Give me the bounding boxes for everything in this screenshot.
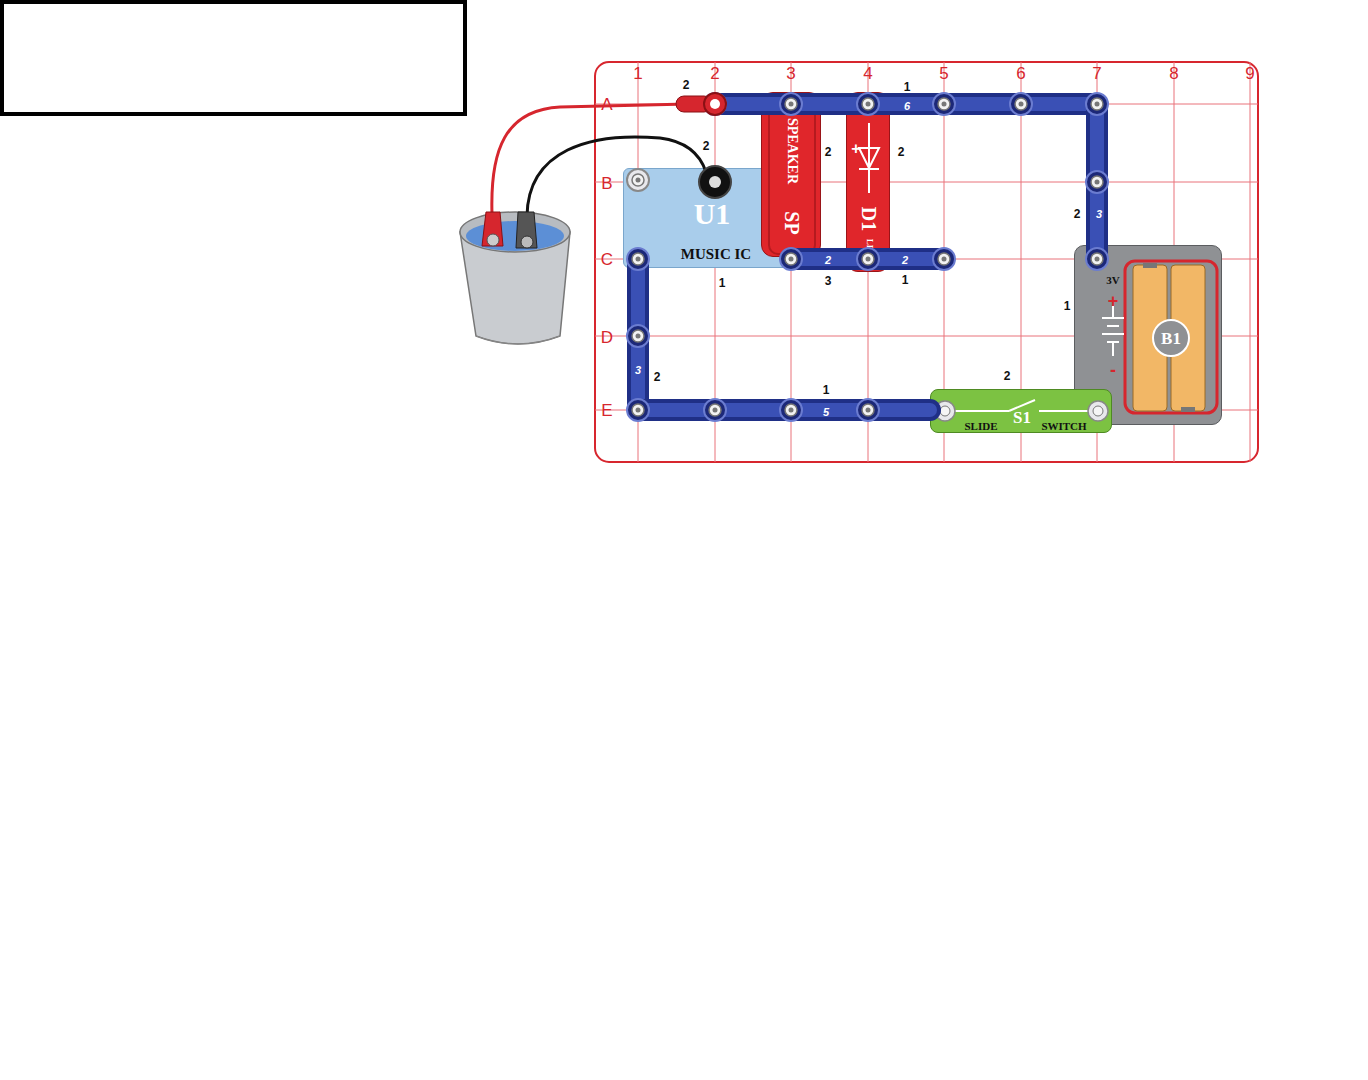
- grid-coordinate: E: [601, 402, 612, 419]
- level-number: 1: [719, 277, 726, 289]
- part-text: S1: [1013, 409, 1031, 426]
- level-number: 3: [825, 275, 832, 287]
- grid-coordinate: 4: [863, 65, 872, 82]
- water-cup: [460, 212, 570, 344]
- red-clip: [676, 93, 726, 115]
- part-text: B1: [1161, 330, 1181, 347]
- part-text: 3V: [1106, 275, 1119, 286]
- wire-length: 2: [902, 255, 908, 266]
- part-text: +: [851, 141, 860, 157]
- part-text: SLIDE: [964, 421, 997, 432]
- wire-length: 6: [904, 101, 910, 112]
- part-text: D1: [859, 207, 879, 231]
- grid-coordinate: 5: [939, 65, 948, 82]
- grid-coordinate: 9: [1245, 65, 1254, 82]
- part-text: -: [1110, 361, 1116, 379]
- grid-coordinate: C: [601, 251, 613, 268]
- part-text: MUSIC IC: [681, 247, 751, 262]
- part-text: U1: [694, 199, 731, 229]
- wire-length: 3: [1096, 209, 1102, 220]
- level-number: 1: [904, 81, 911, 93]
- part-text: +: [1108, 292, 1119, 310]
- grid-coordinate: 8: [1169, 65, 1178, 82]
- wire-length: 5: [823, 407, 829, 418]
- level-number: 2: [654, 371, 661, 383]
- wire-length: 2: [825, 255, 831, 266]
- grid-coordinate: 6: [1016, 65, 1025, 82]
- level-number: 2: [683, 79, 690, 91]
- blank-frame: [2, 2, 465, 114]
- level-number: 1: [823, 384, 830, 396]
- base-grid: [595, 62, 1258, 462]
- grid-coordinate: D: [601, 329, 613, 346]
- part-text: SP: [782, 211, 802, 234]
- grid-coordinate: 1: [633, 65, 642, 82]
- level-number: 1: [1064, 300, 1071, 312]
- slide-switch: S1SLIDE SWITCH: [930, 389, 1112, 433]
- speaker-module: SP SPEAKER: [761, 92, 821, 257]
- grid-coordinate: 2: [710, 65, 719, 82]
- level-number: 2: [1004, 370, 1011, 382]
- part-text: SWITCH: [1041, 421, 1086, 432]
- grid-coordinate: B: [601, 175, 612, 192]
- jumper-wires: [482, 104, 706, 248]
- black-clip: [699, 166, 731, 198]
- wire-length: 3: [635, 365, 641, 376]
- level-number: 2: [1074, 208, 1081, 220]
- grid-coordinate: 3: [786, 65, 795, 82]
- grid-coordinate: A: [601, 96, 612, 113]
- led-module: D1LED+: [846, 92, 890, 272]
- level-number: 1: [902, 274, 909, 286]
- part-text: SPEAKER: [785, 118, 799, 184]
- level-number: 2: [825, 146, 832, 158]
- grid-coordinate: 7: [1092, 65, 1101, 82]
- level-number: 2: [703, 140, 710, 152]
- level-number: 2: [898, 146, 905, 158]
- snap-wires: [627, 93, 1108, 421]
